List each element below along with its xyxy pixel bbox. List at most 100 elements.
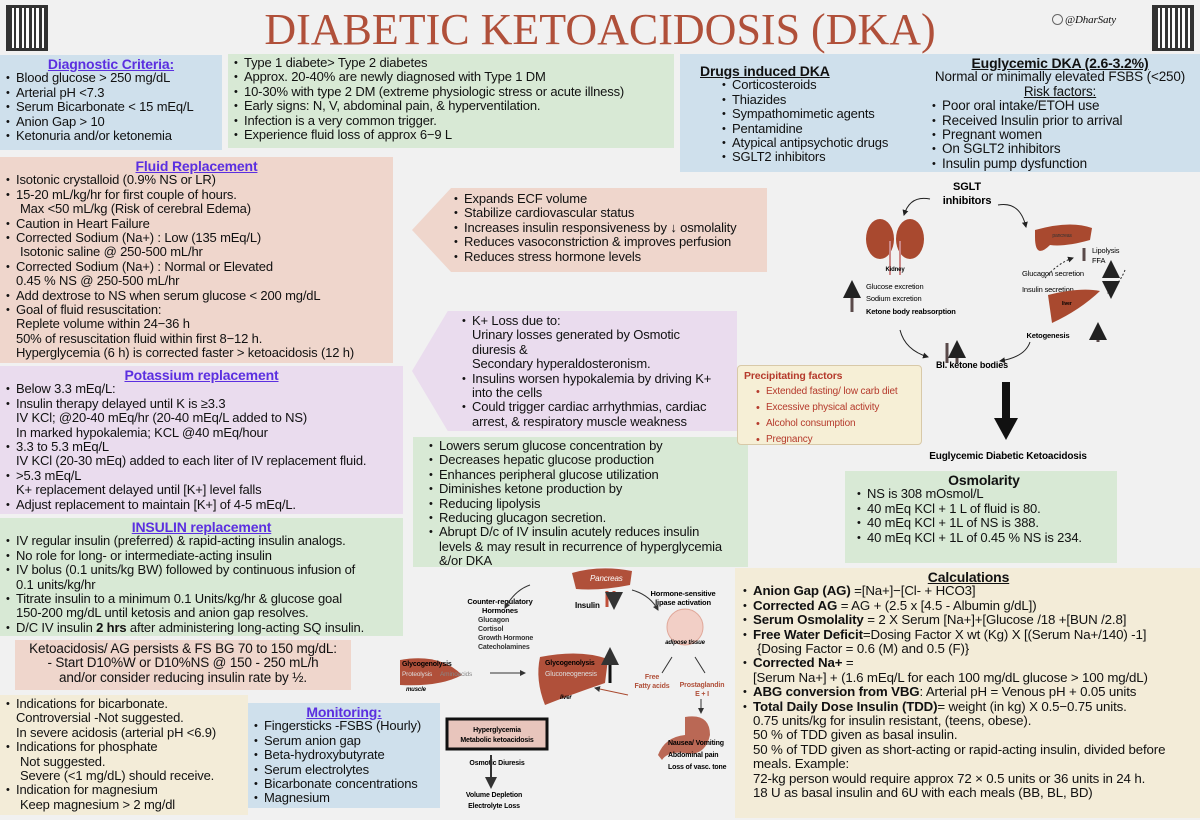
potassium-panel: Potassium replacement Below 3.3 mEq/L:In… [0,366,403,514]
list-item-bold: 2 hrs [96,619,127,635]
list-item-text: Arterial pH <7.3 [16,84,105,100]
bullet-list: Isotonic crystalloid (0.9% NS or LR)15-2… [6,173,387,360]
euglycemic-heading: Euglycemic DKA (2.6-3.2%) [971,55,1149,71]
list-item-text: Approx. 20-40% are newly diagnosed with … [244,69,546,85]
insulin-panel: INSULIN replacement IV regular insulin (… [0,518,403,636]
list-item-text: Below 3.3 mEq/L: [16,381,116,397]
sglt-title: SGLT [953,181,981,193]
list-item: D/C IV insulin 2 hrs after administering… [6,619,397,636]
list-item-text: Thiazides [732,91,787,107]
list-item: 40 mEq KCl + 1 L of fluid is 80. [857,501,1111,517]
list-item-text: Corticosteroids [732,77,817,93]
precipitating-factor: Pregnancy [756,432,915,448]
kidney-effect-label: Sodium excretion [866,294,922,303]
list-item-text: 0.75 units/kg for insulin resistant, (te… [753,713,1032,729]
list-item-text: Atypical antipsychotic drugs [732,135,889,151]
list-item: IV KCl; @20-40 mEq/hr (20-40 mEq/L added… [6,411,397,425]
list-item-text: Isotonic saline @ 250-500 mL/hr [20,244,203,260]
list-item-text: Received Insulin prior to arrival [942,112,1123,128]
list-item-text: Add dextrose to NS when serum glucose < … [16,287,321,303]
list-item: Fingersticks -FSBS (Hourly) [254,719,434,735]
list-item: 40 mEq KCl + 1L of NS is 388. [857,516,1111,532]
list-item: Reduces stress hormone levels [454,249,761,265]
list-item: 3.3 to 5.3 mEq/L [6,439,397,455]
list-item: NS is 308 mOsmol/L [857,487,1111,503]
muscle-shape [400,658,462,686]
sglt-title: inhibitors [943,195,992,207]
list-item-text: Controversial -Not suggested. [16,710,184,726]
kidney-label: Kidney [885,267,905,273]
list-item-text: Sympathomimetic agents [732,106,875,122]
list-item-text: In marked hypokalemia; KCL @40 mEq/hour [16,424,268,440]
list-item: Could trigger cardiac arrhythmias, cardi… [462,399,731,416]
list-item: Serum Osmolality = 2 X Serum [Na+]+[Gluc… [743,613,1194,629]
fluid-replacement-panel: Fluid Replacement Isotonic crystalloid (… [0,157,393,363]
list-item: arrest, & respiratory muscle weakness [462,413,731,429]
list-item-text: Insulin pump dysfunction [942,155,1087,171]
list-item-text: diuresis & [472,341,528,357]
list-item: Reducing glucagon secretion. [429,510,742,526]
list-item-text: Stabilize cardiovascular status [464,205,635,221]
list-item-text: In severe acidosis (arterial pH <6.9) [16,724,217,740]
osmolarity-heading: Osmolarity [948,472,1020,488]
list-item: Infection is a very common trigger. [234,113,668,129]
list-item-text: 150-200 mg/dL until ketosis and anion ga… [16,605,309,621]
list-item: Reducing lipolysis [429,496,742,512]
list-item: Arterial pH <7.3 [6,84,216,101]
list-item-bold: Free Water Deficit [753,626,863,642]
list-item: K+ Loss due to: [462,313,731,329]
list-item-text: 18 U as basal insulin and 6U with each m… [753,785,1093,801]
list-item: Enhances peripheral glucose utilization [429,466,742,483]
list-item-text: : Arterial pH = Venous pH + 0.05 units [919,684,1137,700]
kidney-effect-label: Glucose excretion [866,282,923,291]
list-item: IV KCl (20-30 mEq) added to each liter o… [6,454,397,468]
list-item: Total Daily Dose Insulin (TDD)= weight (… [743,699,1194,715]
hormone-label: Cortisol [478,626,503,633]
list-item-text: {Dosing Factor = 0.6 (M) and 0.5 (F)} [757,641,970,657]
electrolyte-indications-panel: Indications for bicarbonate.Controversia… [0,695,248,815]
list-item: Serum anion gap [254,733,434,749]
calculations-panel: Calculations Anion Gap (AG) =[Na+]−[Cl- … [735,568,1200,818]
list-item-text: [Serum Na+] + (1.6 mEq/L for each 100 mg… [753,669,1148,685]
list-item-text: 50 % of TDD given as basal insulin. [753,727,958,743]
calculations-heading: Calculations [927,569,1010,585]
ffa-label: FFA [1092,256,1105,265]
list-item-text: Corrected Sodium (Na+) : Low (135 mEq/L) [16,230,262,246]
list-item-text: &/or DKA [439,553,492,569]
list-item: Poor oral intake/ETOH use [932,98,1196,115]
list-item-text: Ketonuria and/or ketonemia [16,128,172,144]
bullet-list: K+ Loss due to:Urinary losses generated … [462,313,731,429]
list-item-text: Serum electrolytes [264,761,369,777]
list-item-text: arrest, & respiratory muscle weakness [472,413,687,429]
kidney-left-shape [866,219,894,259]
list-item-text: Indication for magnesium [16,782,158,798]
glucagon-label: Glucagon secretion [1022,269,1084,278]
list-item: Lowers serum glucose concentration by [429,438,742,454]
list-item-text: Could trigger cardiac arrhythmias, cardi… [472,399,707,415]
list-item-text: Pentamidine [732,120,803,136]
list-item-text: Enhances peripheral glucose utilization [439,466,659,482]
list-item-text: Caution in Heart Failure [16,215,150,231]
list-item: into the cells [462,385,731,400]
list-item-text: Replete volume within 24−36 h [16,316,190,332]
list-item-text: Poor oral intake/ETOH use [942,98,1100,114]
bullet-list: Expands ECF volumeStabilize cardiovascul… [454,191,761,265]
gi-symptom-label: Loss of vasc. tone [668,764,727,771]
fluid-benefits-callout: Expands ECF volumeStabilize cardiovascul… [412,188,767,272]
twitter-icon [1052,14,1063,25]
list-item: 72-kg person would require approx 72 × 0… [743,770,1194,786]
list-item-text: Goal of fluid resuscitation: [16,302,162,318]
list-item-text: after administering long-acting SQ insul… [126,619,365,635]
gi-symptom-label: Abdominal pain [668,752,718,759]
volume-depletion-label: Volume Depletion [466,792,522,799]
list-item: 150-200 mg/dL until ketosis and anion ga… [6,606,397,620]
list-item: Insulin therapy delayed until K is ≥3.3 [6,395,397,412]
list-item: Replete volume within 24−36 h [6,317,387,331]
potassium-heading: Potassium replacement [124,367,279,383]
list-item: levels & may result in recurrence of hyp… [429,539,742,554]
list-item-text: Insulin therapy delayed until K is ≥3.3 [16,395,226,411]
list-item-text: Increases insulin responsiveness by ↓ os… [464,219,737,235]
bullet-list: Type 1 diabete> Type 2 diabetesApprox. 2… [234,55,668,143]
list-item-text: Max <50 mL/kg (Risk of cerebral Edema) [20,201,251,217]
list-item-text: 72-kg person would require approx 72 × 0… [753,770,1146,786]
